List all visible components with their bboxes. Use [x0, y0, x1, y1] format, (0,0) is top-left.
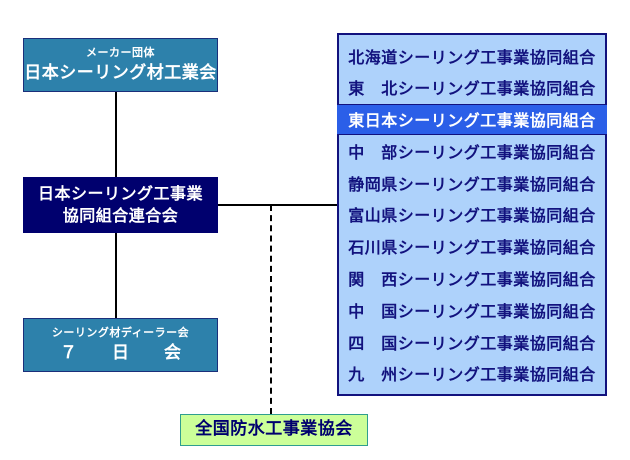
dealer-association-box[interactable]: シーリング材ディーラー会 ７ 日 会	[23, 318, 218, 372]
member-list-item[interactable]: 四 国シーリング工事業協同組合	[348, 333, 596, 353]
connector-dashed-to-association	[270, 205, 272, 414]
waterproofing-association-box[interactable]: 全国防水工事業協会	[180, 414, 368, 446]
member-list-item[interactable]: 富山県シーリング工事業協同組合	[348, 206, 596, 226]
member-list-item[interactable]: 中 国シーリング工事業協同組合	[348, 301, 596, 321]
member-cooperative-list: 北海道シーリング工事業協同組合東 北シーリング工事業協同組合東日本シーリング工事…	[337, 33, 607, 396]
member-list-item[interactable]: 関 西シーリング工事業協同組合	[348, 270, 596, 290]
federation-box[interactable]: 日本シーリング工事業 協同組合連合会	[23, 177, 218, 233]
member-list-item[interactable]: 東 北シーリング工事業協同組合	[348, 79, 596, 99]
maker-association-name: 日本シーリング材工業会	[24, 62, 217, 83]
waterproofing-association-name: 全国防水工事業協会	[195, 419, 353, 440]
maker-association-caption: メーカー団体	[86, 46, 155, 59]
dealer-association-name: ７ 日 会	[60, 342, 190, 363]
connector-federation-to-members	[218, 204, 338, 206]
connector-maker-to-federation	[115, 92, 117, 178]
member-list-item[interactable]: 東日本シーリング工事業協同組合	[337, 103, 607, 135]
federation-name-line1: 日本シーリング工事業	[37, 184, 203, 203]
member-list-item[interactable]: 石川県シーリング工事業協同組合	[348, 238, 596, 258]
member-list-item[interactable]: 九 州シーリング工事業協同組合	[348, 365, 596, 385]
maker-association-box[interactable]: メーカー団体 日本シーリング材工業会	[23, 38, 218, 92]
member-list-item[interactable]: 北海道シーリング工事業協同組合	[348, 47, 596, 67]
member-list-item[interactable]: 静岡県シーリング工事業協同組合	[348, 174, 596, 194]
connector-federation-to-dealer	[115, 233, 117, 318]
member-list-item[interactable]: 中 部シーリング工事業協同組合	[348, 142, 596, 162]
federation-name-line2: 協同組合連合会	[62, 206, 179, 225]
dealer-association-caption: シーリング材ディーラー会	[51, 326, 190, 339]
